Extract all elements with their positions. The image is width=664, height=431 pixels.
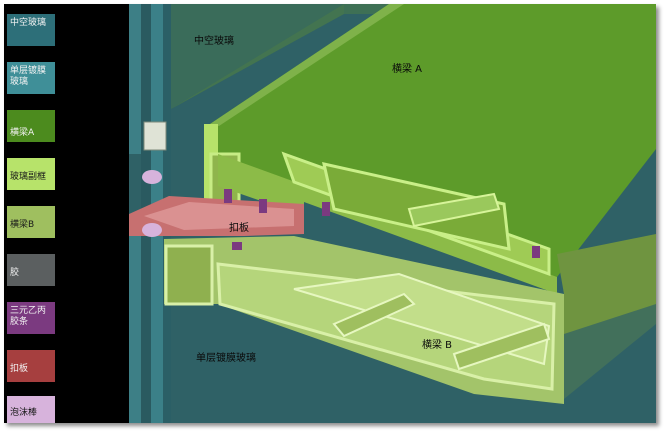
label-beam-a: 横梁 A <box>392 62 422 75</box>
diagram-frame: 中空玻璃 单层镀膜玻璃 横梁A 玻璃副框 横梁B 胶 三元乙丙胶条 扣板 泡沫棒 <box>4 4 656 423</box>
legend-item-beam-a: 横梁A <box>7 110 55 142</box>
legend-item-foam-rod: 泡沫棒 <box>7 396 55 423</box>
glass-pane-outer-top <box>129 4 141 154</box>
epdm-strip-4 <box>322 202 330 216</box>
beam-a-groove <box>407 192 501 228</box>
beam-a-top-edge <box>210 4 404 126</box>
label-hollow-glass: 中空玻璃 <box>194 34 234 47</box>
beam-b-left-chamber <box>164 244 214 306</box>
cover-plate-highlight <box>144 202 294 230</box>
beam-b-groove <box>293 272 551 366</box>
label-beam-b: 横梁 B <box>422 338 452 351</box>
glass-pane-outer-bottom <box>129 234 141 423</box>
foam-rod-upper <box>142 170 162 184</box>
epdm-strip-2 <box>259 199 267 213</box>
legend-item-epdm-strip: 三元乙丙胶条 <box>7 302 55 334</box>
epdm-strip-1 <box>224 189 232 203</box>
legend-item-single-glass: 单层镀膜玻璃 <box>7 62 55 94</box>
sealant-block <box>143 121 167 151</box>
legend: 中空玻璃 单层镀膜玻璃 横梁A 玻璃副框 横梁B 胶 三元乙丙胶条 扣板 泡沫棒 <box>4 4 62 423</box>
legend-item-hollow-glass: 中空玻璃 <box>7 14 55 46</box>
label-single-glass: 单层镀膜玻璃 <box>196 351 256 364</box>
beam-a-top <box>210 4 656 280</box>
legend-item-glass-subframe: 玻璃副框 <box>7 158 55 190</box>
beam-b-rib-2 <box>452 322 551 371</box>
section-drawing: 中空玻璃 横梁 A 扣板 单层镀膜玻璃 横梁 B <box>129 4 656 423</box>
epdm-strip-3 <box>232 242 242 250</box>
legend-item-cover-plate: 扣板 <box>7 350 55 382</box>
beam-b-rib <box>332 292 416 338</box>
beam-a-inner-chamber <box>322 162 511 251</box>
legend-item-sealant: 胶 <box>7 254 55 286</box>
label-cover-plate: 扣板 <box>229 221 249 234</box>
foam-rod-lower <box>142 223 162 237</box>
beam-a-front <box>218 154 557 294</box>
lower-right-glass <box>564 304 656 423</box>
epdm-strip-5 <box>532 246 540 258</box>
legend-item-beam-b: 横梁B <box>7 206 55 238</box>
